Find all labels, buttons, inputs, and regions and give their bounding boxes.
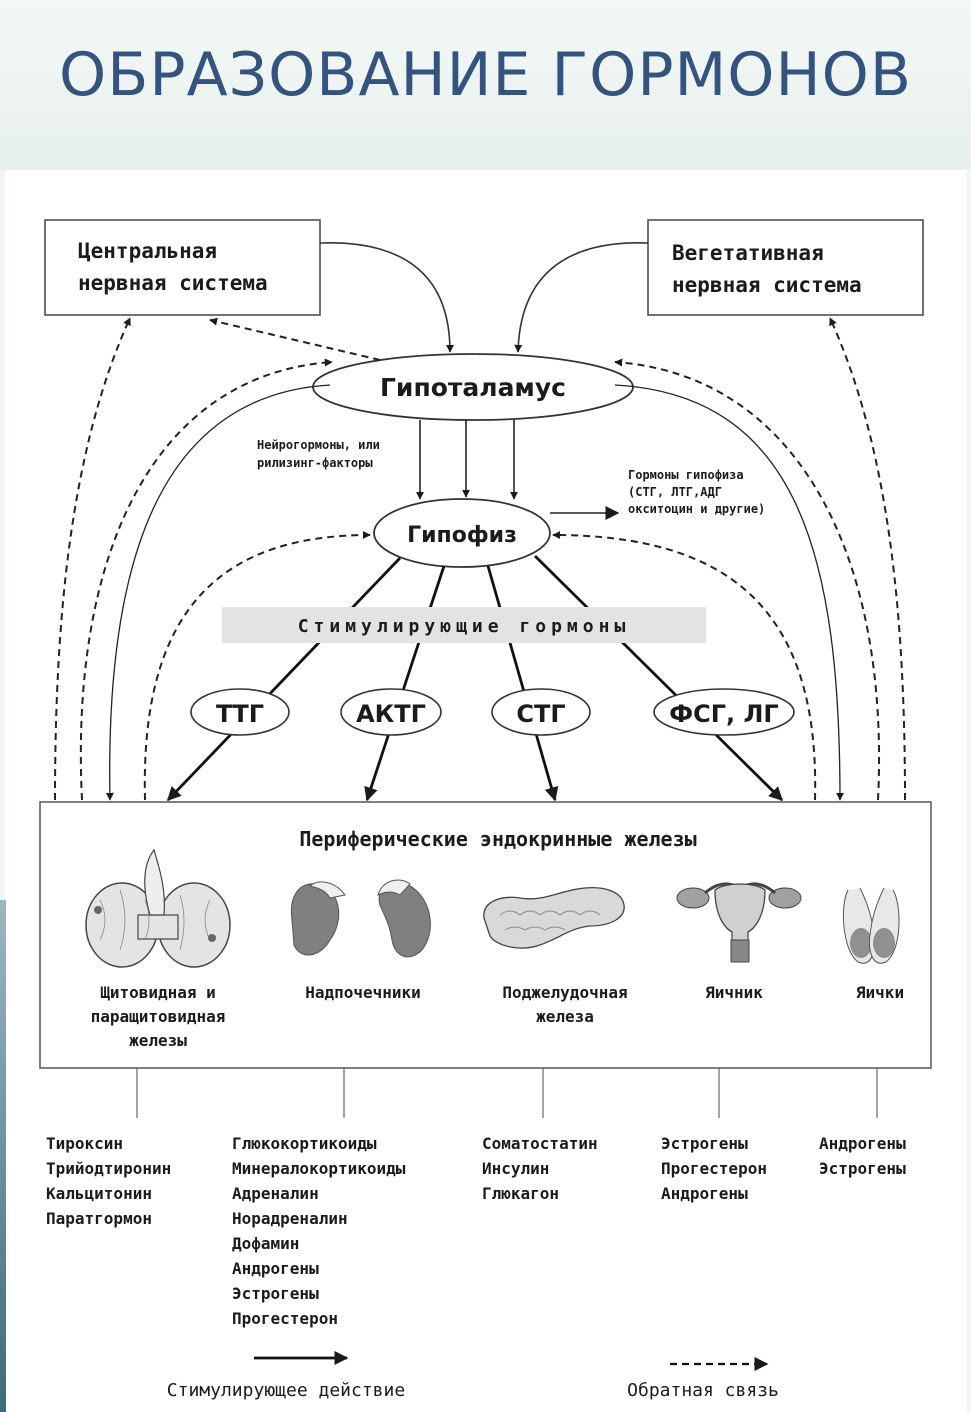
thyroid-illustration bbox=[85, 848, 231, 968]
feedback-glands-to-pituitary-left bbox=[143, 531, 371, 801]
page-title: ОБРАЗОВАНИЕ ГОРМОНОВ bbox=[59, 40, 912, 110]
legend-stimulating-label: Стимулирующее действие bbox=[167, 1380, 405, 1401]
hormone-item: Прогестерон bbox=[661, 1159, 767, 1178]
neurohormones-label-2: рилизинг-факторы bbox=[257, 456, 373, 470]
cns-label-1: Центральная bbox=[78, 239, 217, 263]
hormone-item: Дофамин bbox=[232, 1234, 299, 1253]
gland-thyroid-label-3: железы bbox=[129, 1031, 187, 1050]
feedback-glands-to-hypothalamus-left bbox=[79, 358, 333, 801]
trophic-ttg: ТТГ bbox=[190, 688, 290, 736]
hormone-item: Глюкагон bbox=[482, 1184, 559, 1203]
hormone-item: Андрогены bbox=[661, 1184, 748, 1203]
legend: Стимулирующее действие Обратная связь bbox=[167, 1351, 779, 1401]
hormone-item: Инсулин bbox=[482, 1159, 549, 1178]
hormone-item: Адреналин bbox=[232, 1184, 319, 1203]
hormone-item: Глюкокортикоиды bbox=[232, 1134, 377, 1153]
pituitary-hormones-label-2: (СТГ, ЛТГ,АДГ bbox=[628, 485, 722, 499]
hormone-item: Трийодтиронин bbox=[46, 1159, 171, 1178]
hormone-item: Минералокортикоиды bbox=[232, 1159, 406, 1178]
stimulating-hormones-banner: Стимулирующие гормоны bbox=[222, 607, 706, 643]
stimulating-hormones-label: Стимулирующие гормоны bbox=[298, 616, 631, 637]
trophic-aktg-label: АКТГ bbox=[356, 700, 426, 728]
trophic-ttg-label: ТТГ bbox=[216, 700, 264, 728]
legend-feedback-label: Обратная связь bbox=[627, 1380, 779, 1401]
ans-label-1: Вегетативная bbox=[672, 241, 824, 265]
feedback-glands-to-ans bbox=[829, 317, 906, 801]
hormones-adrenal-list: Глюкокортикоиды Минералокортикоиды Адрен… bbox=[232, 1134, 406, 1328]
title-band bbox=[0, 0, 971, 170]
hormone-item: Тироксин bbox=[46, 1134, 123, 1153]
hormone-item: Эстрогены bbox=[232, 1284, 319, 1303]
gland-pancreas-label-1: Поджелудочная bbox=[502, 983, 627, 1002]
hormone-item: Эстрогены bbox=[661, 1134, 748, 1153]
hormones-pancreas-list: Соматостатин Инсулин Глюкагон bbox=[482, 1134, 598, 1203]
gland-pancreas-label-2: железа bbox=[536, 1007, 594, 1026]
neurohormones-label-1: Нейрогормоны, или bbox=[257, 438, 380, 452]
arrow-pituitary-fsg bbox=[534, 555, 783, 801]
hypothalamus-label: Гипоталамус bbox=[380, 373, 566, 402]
hormones-thyroid-list: Тироксин Трийодтиронин Кальцитонин Парат… bbox=[46, 1134, 171, 1228]
trophic-stg: СТГ bbox=[491, 688, 591, 736]
hormone-item: Норадреналин bbox=[232, 1209, 348, 1228]
feedback-hypothalamus-to-cns bbox=[209, 317, 381, 361]
pituitary-label: Гипофиз bbox=[407, 523, 517, 548]
adrenal-illustration bbox=[290, 879, 431, 958]
arrow-cns-to-hypothalamus bbox=[319, 242, 454, 353]
hormone-item: Кальцитонин bbox=[46, 1184, 152, 1203]
hormones-testes-list: Андрогены Эстрогены bbox=[819, 1134, 906, 1178]
cns-box: Центральная нервная система bbox=[44, 219, 321, 316]
arrow-pituitary-ttg bbox=[166, 557, 402, 802]
trophic-fsg-lg: ФСГ, ЛГ bbox=[653, 688, 795, 736]
arrow-ans-to-hypothalamus bbox=[514, 242, 649, 353]
pituitary-hormones-label-3: окситоцин и другие) bbox=[628, 502, 765, 516]
trophic-aktg: АКТГ bbox=[340, 688, 442, 736]
ans-box: Вегетативная нервная система bbox=[647, 219, 924, 316]
feedback-glands-to-hypothalamus-right bbox=[614, 358, 880, 801]
arrow-hypothalamus-to-glands-left bbox=[105, 384, 331, 801]
trophic-fsg-lg-label: ФСГ, ЛГ bbox=[669, 700, 778, 728]
ans-label-2: нервная система bbox=[672, 273, 862, 297]
hormone-item: Андрогены bbox=[819, 1134, 906, 1153]
pituitary-node: Гипофиз bbox=[373, 498, 551, 568]
testes-illustration bbox=[842, 887, 900, 964]
gland-ovary-label: Яичник bbox=[705, 983, 763, 1002]
hypothalamus-node: Гипоталамус bbox=[312, 353, 634, 421]
gland-testes-label: Яички bbox=[856, 983, 904, 1002]
gland-adrenal-label: Надпочечники bbox=[305, 983, 421, 1002]
gland-thyroid-label-2: паращитовидная bbox=[91, 1007, 226, 1026]
arrow-pituitary-stg bbox=[486, 565, 559, 802]
cns-label-2: нервная система bbox=[78, 271, 268, 295]
hormone-item: Соматостатин bbox=[482, 1134, 598, 1153]
pancreas-illustration bbox=[483, 886, 625, 949]
pituitary-hormones-label-1: Гормоны гипофиза bbox=[628, 468, 744, 482]
hormone-item: Эстрогены bbox=[819, 1159, 906, 1178]
feedback-glands-to-pituitary-right bbox=[552, 531, 817, 801]
arrow-hypothalamus-to-glands-right bbox=[614, 384, 844, 801]
hormone-item: Прогестерон bbox=[232, 1309, 338, 1328]
feedback-glands-to-cns bbox=[54, 317, 131, 801]
peripheral-glands-title: Периферические эндокринные железы bbox=[299, 827, 696, 851]
trophic-stg-label: СТГ bbox=[516, 700, 565, 728]
hormone-item: Паратгормон bbox=[46, 1209, 152, 1228]
arrow-pituitary-aktg bbox=[364, 565, 446, 802]
hormone-item: Андрогены bbox=[232, 1259, 319, 1278]
gland-thyroid-label-1: Щитовидная и bbox=[100, 983, 216, 1002]
ovary-illustration bbox=[676, 882, 802, 963]
hormones-ovary-list: Эстрогены Прогестерон Андрогены bbox=[661, 1134, 767, 1203]
decorative-edge bbox=[0, 900, 6, 1412]
